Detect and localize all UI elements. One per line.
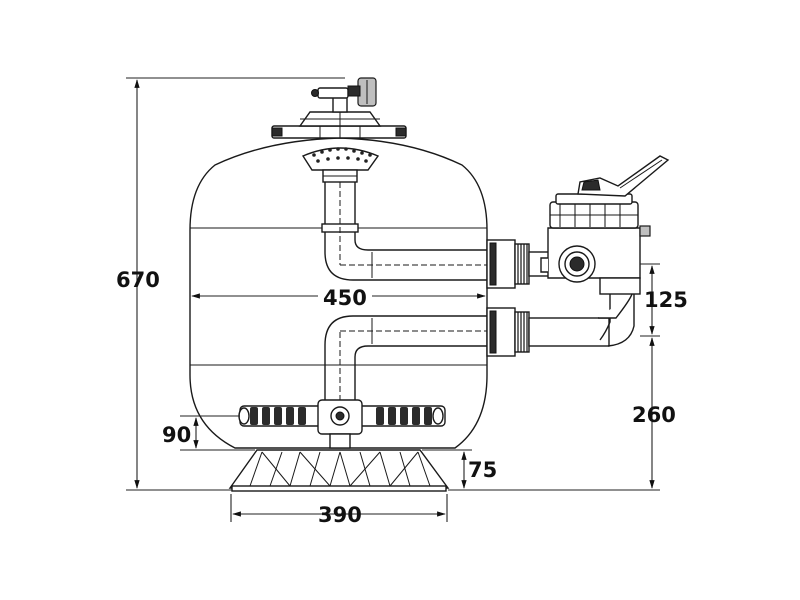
pressure-gauge	[311, 77, 377, 113]
lower-port-union	[486, 307, 610, 357]
upper-internal-pipe	[321, 182, 487, 281]
dim-lower-port-height-label: 260	[632, 403, 676, 427]
multiport-valve	[540, 193, 651, 283]
dim-base-height-label: 75	[468, 458, 497, 482]
dim-tank-width-label: 450	[323, 286, 367, 310]
top-diffuser	[301, 147, 380, 183]
dim-total-height	[126, 77, 345, 491]
valve-handle	[577, 155, 670, 197]
dim-lower-port-height	[448, 337, 660, 491]
tank-stand	[228, 449, 450, 492]
dim-lateral-height-label: 90	[162, 423, 191, 447]
dim-base-width	[230, 494, 448, 522]
lower-internal-pipe	[324, 315, 487, 410]
dim-base-width-label: 390	[318, 503, 362, 527]
tank-lid	[271, 111, 407, 139]
dim-total-height-label: 670	[116, 268, 160, 292]
dim-base-height	[422, 449, 472, 489]
dim-lateral-height	[180, 415, 255, 451]
dim-port-spacing-label: 125	[644, 288, 688, 312]
bottom-laterals	[238, 399, 446, 449]
dim-port-spacing	[640, 263, 660, 337]
valve-outlet-pipe	[598, 277, 641, 347]
